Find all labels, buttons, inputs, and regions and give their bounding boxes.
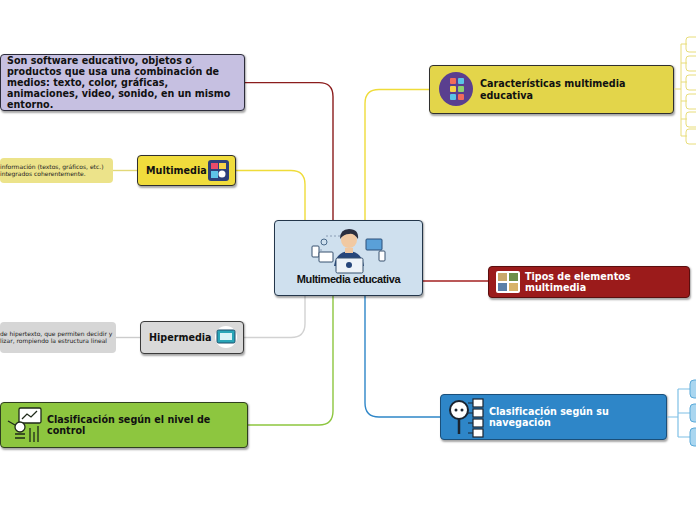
node-text: Características multimedia educativa [480,78,669,100]
branch-connector [116,337,140,338]
node-text: de hipertexto, que permiten decidir y li… [0,331,114,345]
node-text: Clasificación según el nivel de control [47,414,245,436]
navigation-icon [450,399,483,437]
topic-box: Clasificación según su navegación [440,394,667,440]
topic-box: Características multimedia educativa [429,65,674,114]
node-text: Multimedia educativa [277,273,420,286]
branch-stubs [667,380,696,446]
topic-box: Tipos de elementos multimedia [488,266,690,298]
types-icon [496,271,520,293]
subtopic-box: de hipertexto, que permiten decidir y li… [0,322,116,353]
topic-box: Hipermedia [140,321,244,354]
features-icon [439,72,473,106]
central-topic: Multimedia educativa [274,220,423,296]
topic-box: Multimedia [137,155,236,186]
node-text: Multimedia [146,165,205,176]
branch-connector [365,296,440,417]
branch-connector [365,90,429,221]
subtopic-box: información (textos, gráficos, etc.) int… [0,158,113,183]
node-text: información (textos, gráficos, etc.) int… [0,164,111,178]
branch-connector [245,83,333,220]
topic-box: Clasificación según el nivel de control [0,402,248,448]
branch-connector [423,280,488,281]
branch-connector [236,171,305,221]
branch-connector [113,170,137,171]
control-icon [8,408,41,442]
node-text: Hipermedia [149,332,213,343]
branch-stubs [674,37,696,144]
multimedia-icon [208,160,229,181]
branch-connector [248,296,333,425]
node-text: Tipos de elementos multimedia [525,271,687,293]
node-text: Clasificación según su navegación [489,406,664,428]
node-text: Son software educativo, objetos o produc… [7,55,240,110]
central-illustration [312,229,385,273]
description-box: Son software educativo, objetos o produc… [0,54,245,111]
hypermedia-icon [215,326,237,348]
branch-connector [244,296,305,338]
